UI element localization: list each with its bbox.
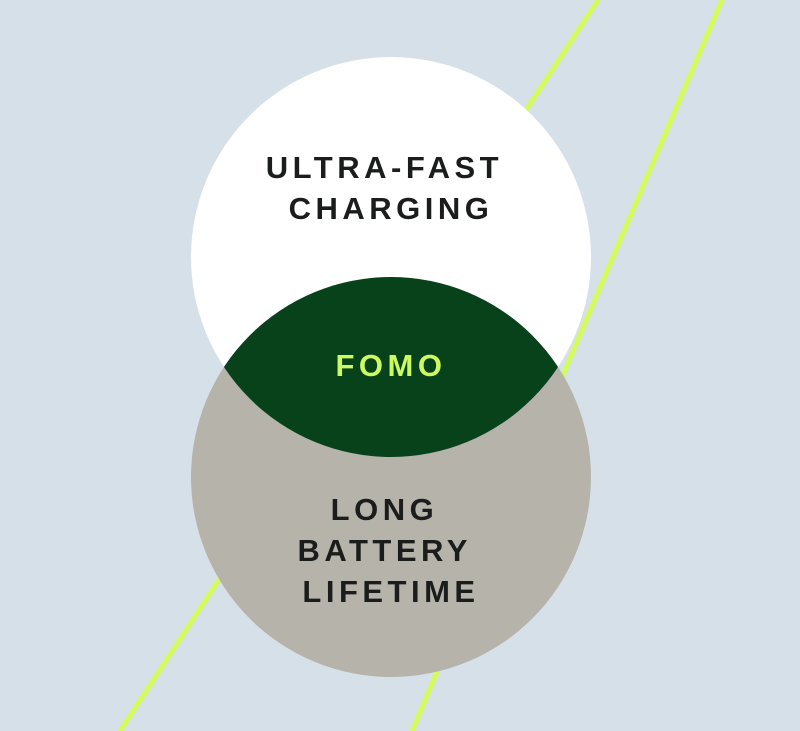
top-label-line: ULTRA-FAST [266, 150, 503, 185]
overlap-label: FOMO [336, 348, 447, 383]
top-label-line: CHARGING [289, 191, 494, 226]
bottom-circle-label: LONG BATTERY LIFETIME [297, 492, 484, 609]
overlap-region [191, 277, 591, 457]
bottom-label-line: LIFETIME [302, 574, 479, 609]
bottom-label-line: BATTERY [297, 533, 471, 568]
top-circle-label: ULTRA-FAST CHARGING [266, 150, 516, 226]
bottom-label-line: LONG [331, 492, 439, 527]
